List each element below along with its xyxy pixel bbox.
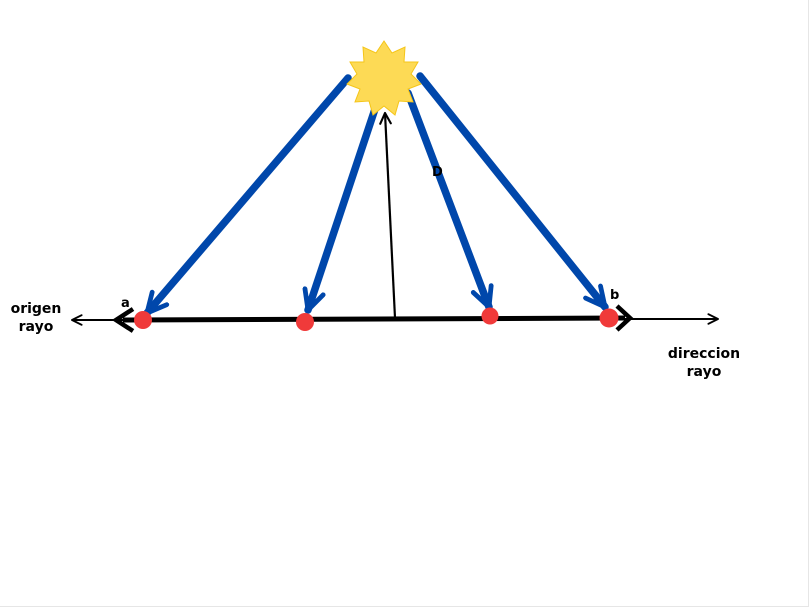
point-a-label: a	[121, 296, 130, 311]
distance-arrow	[379, 111, 397, 319]
bracket-b	[615, 304, 634, 332]
sun-icon	[346, 40, 422, 116]
light-ray-1	[143, 74, 352, 317]
bracket-a	[111, 307, 135, 333]
sample-point-b	[599, 308, 619, 328]
direction-label: direccion rayo	[662, 346, 746, 381]
sample-point-3	[481, 307, 499, 325]
distance-label: D	[432, 165, 443, 180]
direction-label-line1: direccion	[667, 346, 741, 362]
light-ray-4	[416, 72, 609, 311]
sample-point-2	[296, 313, 314, 331]
point-b-label: b	[610, 288, 620, 303]
sample-point-a	[134, 311, 152, 329]
ray-segment-ab	[122, 315, 626, 323]
direction-label-line2: rayo	[686, 363, 722, 380]
origin-label-line2: rayo	[18, 318, 54, 335]
origin-label: origen rayo	[4, 301, 68, 336]
origin-label-line1: origen	[10, 301, 62, 317]
light-ray-2	[302, 102, 380, 314]
light-ray-3	[404, 89, 494, 311]
